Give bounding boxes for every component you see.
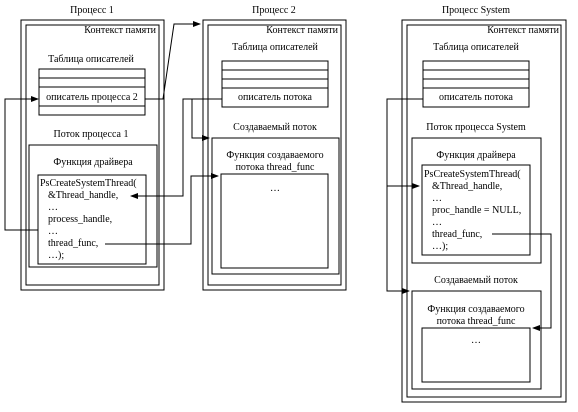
system-code-line: … <box>432 217 442 228</box>
process1-code: PsCreateSystemThread( &Thread_handle, … … <box>40 178 137 261</box>
system-descriptor-table <box>422 60 530 108</box>
process2-title: Процесс 2 <box>252 5 296 16</box>
system-func-title-line1: Функция создаваемого <box>427 304 524 315</box>
system-created-thread-title: Создаваемый поток <box>434 275 518 286</box>
system-thread-box <box>411 137 542 264</box>
system-code-line: … <box>432 193 442 204</box>
arrow-system-descriptor-to-created-thread <box>386 186 410 294</box>
system-ellipsis: … <box>471 335 481 346</box>
system-code-line: …); <box>432 241 448 252</box>
process2-thread-box <box>211 137 340 275</box>
process1-box <box>20 19 165 291</box>
process1-driver-title: Функция драйвера <box>53 157 133 168</box>
system-code: PsCreateSystemThread( &Thread_handle, … … <box>424 169 521 252</box>
system-func-box <box>421 327 531 383</box>
process2-func-title-line2: потока thread_func <box>236 162 315 173</box>
process2-descriptor-table <box>221 60 329 108</box>
system-code-line: PsCreateSystemThread( <box>424 169 521 180</box>
process1-thread-box <box>28 144 158 268</box>
process1-code-line: thread_func, <box>48 238 98 249</box>
system-table-title: Таблица описателей <box>433 42 519 53</box>
process1-driver-box <box>37 174 147 265</box>
system-box <box>401 19 567 403</box>
system-code-line: &Thread_handle, <box>432 181 502 192</box>
system-thread-title: Поток процесса System <box>426 122 526 133</box>
arrow-system-threadfunc-to-func <box>492 233 552 331</box>
process1-table-row-descriptor: описатель процесса 2 <box>46 92 138 103</box>
arrow-system-descriptor-to-driver <box>386 98 423 189</box>
process1-code-line: PsCreateSystemThread( <box>40 178 137 189</box>
process2-table-title: Таблица описателей <box>232 42 318 53</box>
arrow-driver-to-descriptor <box>4 96 39 231</box>
process1-descriptor-table <box>38 68 146 116</box>
system-table-row-descriptor: описатель потока <box>439 92 513 103</box>
system-context-label: Контекст памяти <box>487 25 559 36</box>
process1-code-line: … <box>48 202 58 213</box>
process2-ellipsis: … <box>270 183 280 194</box>
process2-func-box <box>220 173 329 269</box>
arrow-threadfunc-to-func <box>105 173 219 245</box>
process2-context-label: Контекст памяти <box>266 25 338 36</box>
process2-table-row-descriptor: описатель потока <box>238 92 312 103</box>
process2-func-title-line1: Функция создаваемого <box>226 150 323 161</box>
process1-table-title: Таблица описателей <box>48 54 134 65</box>
process1-code-line: … <box>48 226 58 237</box>
process2-thread-title: Создаваемый поток <box>233 122 317 133</box>
process2-box <box>202 19 347 291</box>
process1-title: Процесс 1 <box>70 5 114 16</box>
process1-code-line: &Thread_handle, <box>48 190 118 201</box>
system-code-line: proc_handle = NULL, <box>432 205 521 216</box>
system-driver-title: Функция драйвера <box>436 150 516 161</box>
arrow-descriptor-to-process2 <box>145 21 201 100</box>
system-func-title-line2: потока thread_func <box>437 316 516 327</box>
system-code-line: thread_func, <box>432 229 482 240</box>
process1-code-line: …); <box>48 250 64 261</box>
arrow-descriptor-to-created-thread <box>191 98 222 141</box>
process1-code-line: process_handle, <box>48 214 112 225</box>
system-created-thread-box <box>411 290 542 390</box>
process1-thread-title: Поток процесса 1 <box>53 129 128 140</box>
system-driver-box <box>421 164 531 256</box>
process1-context-label: Контекст памяти <box>84 25 156 36</box>
system-title: Процесс System <box>442 5 510 16</box>
